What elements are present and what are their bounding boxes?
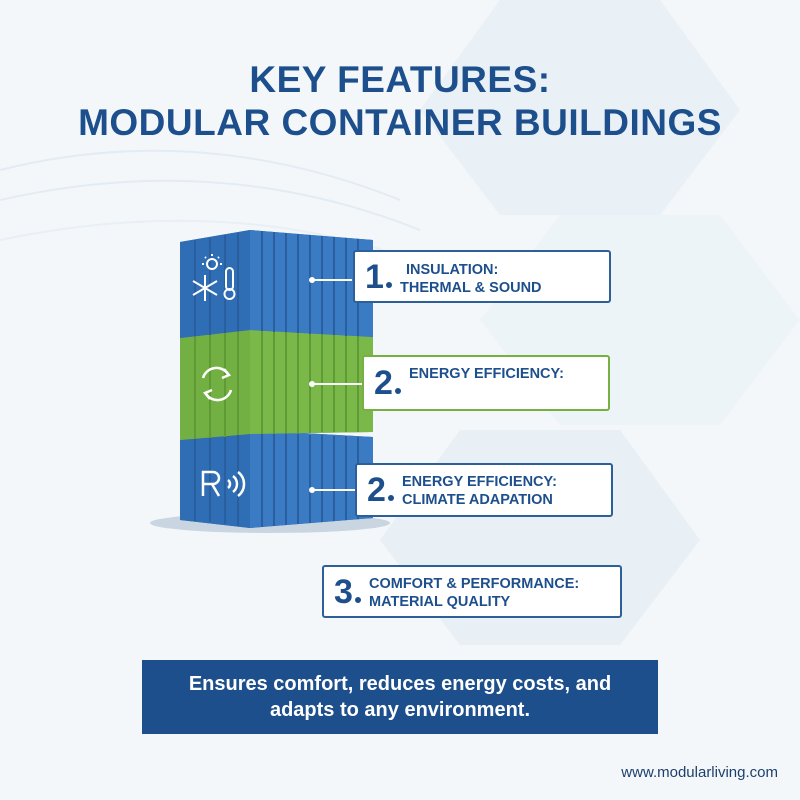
feature-number: 1 xyxy=(365,260,392,294)
summary-banner: Ensures comfort, reduces energy costs, a… xyxy=(142,660,658,734)
container-bottom xyxy=(180,430,373,528)
r-value-waves-icon xyxy=(201,470,246,497)
feature-text: INSULATION: THERMAL & SOUND xyxy=(400,261,542,297)
feature-box-energy-efficiency: 2 ENERGY EFFICIENCY: xyxy=(362,355,610,411)
feature-title: COMFORT & PERFORMANCE: xyxy=(369,576,580,592)
feature-number: 2 xyxy=(374,366,401,400)
feature-subtitle: THERMAL & SOUND xyxy=(400,280,542,296)
connector-lines xyxy=(312,279,362,491)
thermometer-icon xyxy=(223,267,236,300)
feature-subtitle: MATERIAL QUALITY xyxy=(369,594,511,610)
recycle-arrows-icon xyxy=(201,366,233,402)
feature-number: 2 xyxy=(367,473,394,507)
website-url[interactable]: www.modularliving.com xyxy=(621,764,778,781)
title-line-2: MODULAR CONTAINER BUILDINGS xyxy=(78,102,722,143)
feature-box-insulation: 1 INSULATION: THERMAL & SOUND xyxy=(353,250,611,303)
snowflake-icon xyxy=(192,275,218,301)
feature-text: ENERGY EFFICIENCY: CLIMATE ADAPATION xyxy=(402,473,557,509)
feature-text: COMFORT & PERFORMANCE: MATERIAL QUALITY xyxy=(369,575,579,611)
feature-title: ENERGY EFFICIENCY: xyxy=(402,474,557,490)
feature-box-comfort-performance: 3 COMFORT & PERFORMANCE: MATERIAL QUALIT… xyxy=(322,565,622,618)
summary-line-1: Ensures comfort, reduces energy costs, a… xyxy=(188,673,612,695)
container-middle xyxy=(180,330,373,440)
sun-icon xyxy=(202,254,222,270)
feature-title: ENERGY EFFICIENCY: xyxy=(409,366,564,382)
title-line-1: KEY FEATURES: xyxy=(249,59,551,100)
container-top xyxy=(180,230,373,338)
feature-title: INSULATION: xyxy=(406,262,499,278)
feature-box-climate-adaptation: 2 ENERGY EFFICIENCY: CLIMATE ADAPATION xyxy=(355,463,613,517)
feature-number: 3 xyxy=(334,575,361,609)
summary-line-2: adapts to any environment. xyxy=(269,699,531,721)
page-title: KEY FEATURES: MODULAR CONTAINER BUILDING… xyxy=(0,58,800,144)
feature-subtitle: CLIMATE ADAPATION xyxy=(402,492,553,508)
feature-text: ENERGY EFFICIENCY: xyxy=(409,365,564,383)
